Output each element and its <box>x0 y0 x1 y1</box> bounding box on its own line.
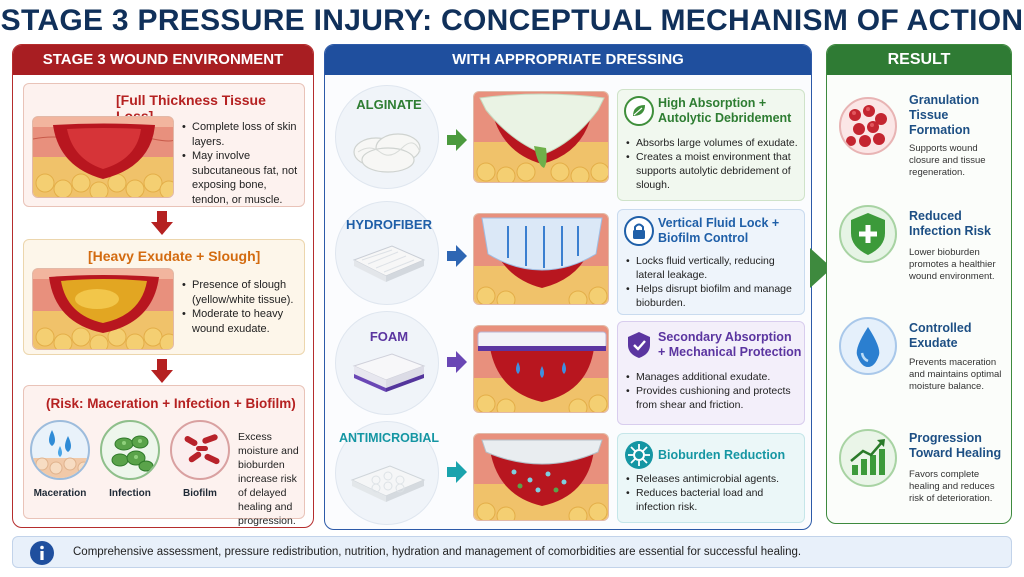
result-panel: RESULT Granulation Tissue Formation Supp… <box>826 44 1012 524</box>
heavy-exudate-bullet: Presence of slough (yellow/white tissue)… <box>182 278 304 307</box>
hydrofiber-mechanism-title: Vertical Fluid Lock + Biofilm Control <box>658 216 780 245</box>
heavy-exudate-bullet: Moderate to heavy wound exudate. <box>182 307 304 336</box>
antimicrobial-bullet: Reduces bacterial load and infection ris… <box>626 486 802 514</box>
right-arrow-icon <box>447 351 467 373</box>
alginate-bullet: Creates a moist environment that support… <box>626 150 802 192</box>
alginate-label: ALGINATE <box>356 97 422 112</box>
exudate-desc: Prevents maceration and maintains optima… <box>909 357 1002 392</box>
full-thickness-illustration <box>32 116 174 198</box>
page-title: STAGE 3 PRESSURE INJURY: CONCEPTUAL MECH… <box>0 4 1024 37</box>
right-arrow-icon <box>447 129 467 151</box>
hydrofiber-label: HYDROFIBER <box>346 217 432 232</box>
antimicrobial-icon <box>350 465 426 502</box>
hydrofiber-icon <box>352 245 426 282</box>
wound-environment-panel: STAGE 3 WOUND ENVIRONMENT [Full Thicknes… <box>12 44 314 528</box>
progression-desc: Favors complete healing and reduces risk… <box>909 469 995 504</box>
hydrofiber-dressing-circle <box>335 201 439 305</box>
granulation-desc: Supports wound closure and tissue regene… <box>909 143 986 178</box>
risk-description: Excess moisture and bioburden increase r… <box>238 431 299 527</box>
foam-bullet: Manages additional exudate. <box>626 370 802 384</box>
foam-dressing-circle <box>335 311 439 415</box>
maceration-icon <box>30 420 90 480</box>
granulation-icon <box>839 97 897 155</box>
antimicrobial-dressing-circle <box>335 421 439 525</box>
shield-check-icon <box>628 332 650 358</box>
infection-label: Infection <box>109 488 151 499</box>
foam-icon <box>352 353 426 392</box>
alginate-mechanism-title: High Absorption + Autolytic Debridement <box>658 96 792 125</box>
alginate-wound-illustration <box>473 91 609 183</box>
hydrofiber-mechanism-card: Vertical Fluid Lock + Biofilm Control Lo… <box>617 209 805 315</box>
heavy-exudate-bullets: Presence of slough (yellow/white tissue)… <box>182 278 304 336</box>
info-icon <box>30 541 54 565</box>
growth-chart-icon <box>839 429 897 487</box>
foam-bullets: Manages additional exudate. Provides cus… <box>626 370 802 412</box>
exudate-title: Controlled Exudate <box>909 321 972 350</box>
foam-mechanism-title: Secondary Absorption + Mechanical Protec… <box>658 330 802 359</box>
hydrofiber-bullet: Helps disrupt biofilm and manage bioburd… <box>626 282 802 310</box>
foam-wound-illustration <box>473 325 609 413</box>
alginate-bullet: Absorbs large volumes of exudate. <box>626 136 802 150</box>
antimicrobial-bullet: Releases antimicrobial agents. <box>626 472 802 486</box>
full-thickness-bullet: Complete loss of skin layers. <box>182 120 304 149</box>
biofilm-icon <box>170 420 230 480</box>
foam-bullet: Provides cushioning and protects from sh… <box>626 384 802 412</box>
wound-environment-header: STAGE 3 WOUND ENVIRONMENT <box>13 45 313 75</box>
down-arrow-icon <box>151 359 173 383</box>
footer-note: Comprehensive assessment, pressure redis… <box>12 536 1012 568</box>
footer-text: Comprehensive assessment, pressure redis… <box>73 546 802 558</box>
hydrofiber-bullets: Locks fluid vertically, reducing lateral… <box>626 254 802 310</box>
infection-risk-desc: Lower bioburden promotes a healthier wou… <box>909 247 996 282</box>
dressing-panel: WITH APPROPRIATE DRESSING ALGINATE High … <box>324 44 812 530</box>
dressing-header: WITH APPROPRIATE DRESSING <box>325 45 811 75</box>
antimicrobial-bullets: Releases antimicrobial agents. Reduces b… <box>626 472 802 514</box>
water-drop-icon <box>839 317 897 375</box>
shield-plus-icon <box>839 205 897 263</box>
alginate-dressing-circle <box>335 85 439 189</box>
antimicrobial-mechanism-card: Bioburden Reduction Releases antimicrobi… <box>617 433 805 523</box>
alginate-bullets: Absorbs large volumes of exudate. Create… <box>626 136 802 192</box>
full-thickness-bullets: Complete loss of skin layers. May involv… <box>182 120 304 207</box>
result-arrow-icon <box>810 248 832 288</box>
full-thickness-bullet: May involve subcutaneous fat, not exposi… <box>182 149 304 207</box>
leaf-icon <box>624 96 654 126</box>
hydrofiber-wound-illustration <box>473 213 609 305</box>
maceration-label: Maceration <box>33 488 87 499</box>
biofilm-label: Biofilm <box>183 488 217 499</box>
lock-icon <box>624 216 654 246</box>
foam-label: FOAM <box>369 329 409 344</box>
risk-card: (Risk: Maceration + Infection + Biofilm) <box>23 385 305 527</box>
right-arrow-icon <box>447 461 467 483</box>
heavy-exudate-label: [Heavy Exudate + Slough] <box>88 248 261 264</box>
infection-risk-title: Reduced Infection Risk <box>909 209 991 238</box>
result-header: RESULT <box>827 45 1011 75</box>
risk-label: (Risk: Maceration + Infection + Biofilm) <box>46 396 296 411</box>
foam-mechanism-card: Secondary Absorption + Mechanical Protec… <box>617 321 805 425</box>
alginate-mechanism-card: High Absorption + Autolytic Debridement … <box>617 89 805 201</box>
antimicrobial-label: ANTIMICROBIAL <box>339 431 439 445</box>
granulation-title: Granulation Tissue Formation <box>909 93 980 137</box>
progression-title: Progression Toward Healing <box>909 431 1002 460</box>
hydrofiber-bullet: Locks fluid vertically, reducing lateral… <box>626 254 802 282</box>
bacteria-icon <box>100 420 160 480</box>
heavy-exudate-illustration <box>32 268 174 350</box>
down-arrow-icon <box>151 211 173 235</box>
heavy-exudate-card: [Heavy Exudate + Slough] Presence of slo… <box>23 239 305 355</box>
antimicrobial-mechanism-title: Bioburden Reduction <box>658 448 786 462</box>
antimicrobial-wound-illustration <box>473 433 609 521</box>
alginate-icon <box>353 133 421 173</box>
full-thickness-card: [Full Thickness Tissue Loss] Complete lo… <box>23 83 305 207</box>
microbe-icon <box>625 441 653 469</box>
right-arrow-icon <box>447 245 467 267</box>
